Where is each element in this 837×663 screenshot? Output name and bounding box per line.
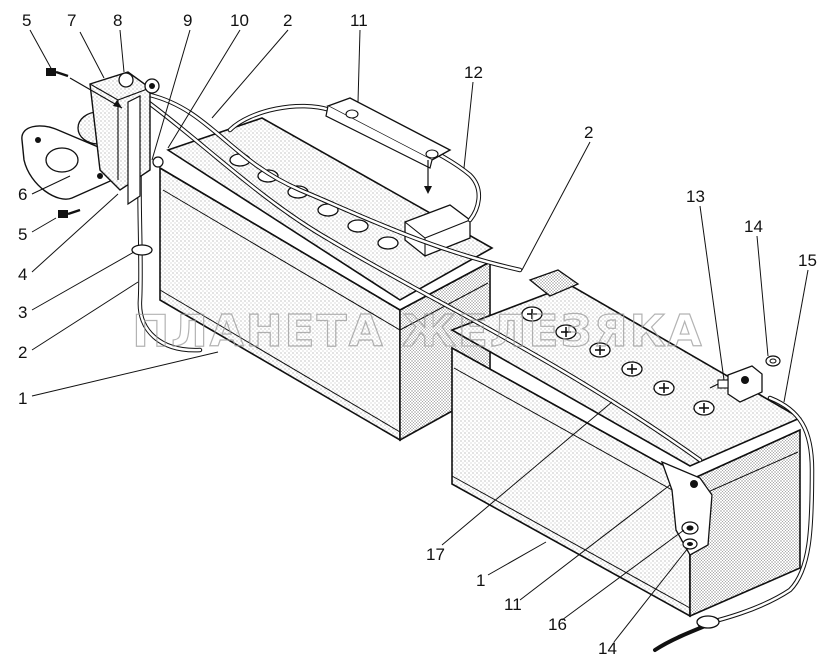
watermark: ПЛАНЕТА ЖЕЛЕЗЯКА	[132, 306, 703, 357]
callout-16: 16	[548, 615, 567, 634]
callout-8: 8	[113, 11, 122, 30]
callout-7: 7	[67, 11, 76, 30]
callout-5-top: 5	[22, 11, 31, 30]
callout-14-bottom: 14	[598, 639, 617, 658]
callout-2-left: 2	[18, 343, 27, 362]
hold-down-bar-top	[325, 97, 452, 194]
grommet-bottom-icon	[696, 615, 720, 629]
battery-right	[450, 284, 802, 618]
callout-1-bottom: 1	[476, 571, 485, 590]
callout-11-bottom: 11	[504, 595, 522, 614]
callout-15: 15	[798, 251, 817, 270]
terminal-clamp-right	[709, 365, 763, 403]
callout-12: 12	[464, 63, 483, 82]
callout-2-top: 2	[283, 11, 292, 30]
battery-left	[159, 117, 494, 442]
callout-labels: 5 7 8 9 10 2 11 12 2 13 14 15 6 5 4 3 2 …	[18, 11, 817, 658]
callout-3: 3	[18, 303, 27, 322]
callout-9: 9	[183, 11, 192, 30]
callout-13: 13	[686, 187, 705, 206]
callout-1-left: 1	[18, 389, 27, 408]
screw-bottom-icon	[58, 208, 81, 218]
screw-top-icon	[46, 68, 69, 78]
nut-top-icon	[765, 355, 781, 367]
callout-6: 6	[18, 185, 27, 204]
hold-down-bracket	[660, 460, 713, 556]
callout-17: 17	[426, 545, 445, 564]
callout-2-mid: 2	[584, 123, 593, 142]
callout-11-top: 11	[350, 11, 368, 30]
callout-14-top: 14	[744, 217, 763, 236]
callout-10: 10	[230, 11, 249, 30]
grommet-icon	[131, 244, 153, 256]
leader-lines	[29, 29, 809, 643]
callout-4: 4	[18, 265, 27, 284]
battery-switch	[21, 71, 164, 206]
cable-connector	[528, 269, 580, 297]
callout-5-bottom: 5	[18, 225, 27, 244]
